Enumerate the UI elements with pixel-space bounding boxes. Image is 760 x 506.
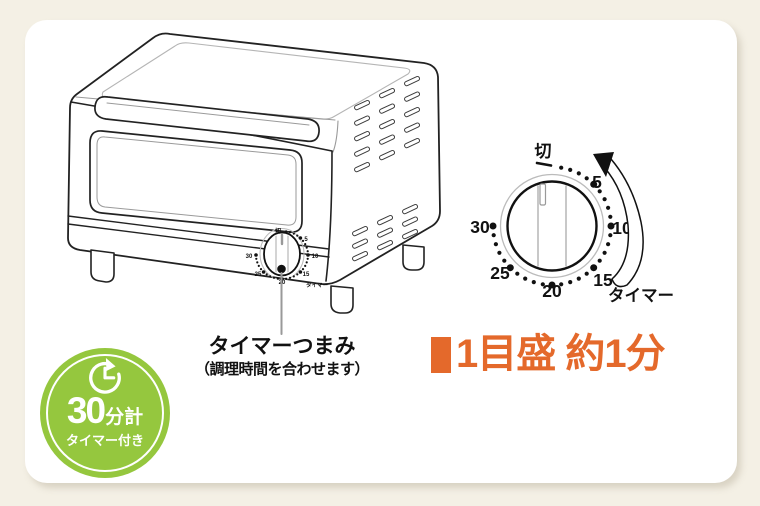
knob-callout: タイマーつまみ （調理時間を合わせます） — [166, 334, 398, 381]
dial-tick-dots — [489, 165, 615, 289]
mini-dial-number-25: 25 — [255, 272, 262, 278]
feature-badge: 30 分計 タイマー付き — [40, 348, 170, 478]
dial-outer-ring — [499, 173, 605, 279]
mini-knob-grip-lines — [275, 235, 289, 273]
oven-front-right-edge — [325, 150, 333, 282]
door-window-inner — [96, 136, 297, 226]
mini-dial-off-label: 切 — [275, 228, 281, 235]
knob-callout-sublabel: （調理時間を合わせます） — [194, 361, 370, 379]
mini-dial-number-10: 10 — [312, 254, 319, 260]
rotation-arrowhead-icon — [593, 152, 614, 177]
badge-caption: タイマー付き — [65, 433, 144, 448]
mini-dial-tick-dots — [254, 230, 310, 281]
dial-knob — [506, 180, 598, 272]
badge-ring — [46, 354, 164, 472]
headline-marker-block — [431, 337, 451, 373]
dial-number-15: 15 — [593, 270, 613, 290]
oven-corner-edge — [332, 120, 339, 153]
timer-clock-icon — [89, 358, 121, 394]
oven-foot-front-right — [330, 285, 354, 314]
mini-dial-callout-dot — [277, 264, 286, 274]
headline: 1目盛 約1分 — [431, 332, 666, 376]
mini-dial-number-5: 5 — [304, 237, 308, 243]
knob-grip-lines — [537, 185, 567, 267]
knob-pointer-notch — [539, 183, 547, 206]
badge-unit: 分計 — [105, 407, 144, 428]
dial-number-30: 30 — [470, 217, 490, 237]
dial-off-tick — [535, 161, 553, 167]
headline-text: 1目盛 約1分 — [456, 332, 666, 376]
dial-number-25: 25 — [490, 263, 510, 283]
mini-dial-number-15: 15 — [303, 272, 310, 278]
badge-number: 30 — [66, 390, 106, 431]
oven-mini-timer-dial: 切 5 10 15 20 25 30 タイマー — [246, 228, 329, 335]
mini-dial-number-30: 30 — [246, 254, 253, 260]
dial-off-label: 切 — [535, 142, 552, 161]
badge-number-row: 30 分計 — [40, 392, 170, 429]
rotation-arrow-arc — [603, 158, 644, 288]
timer-dial-diagram: 切 5 10 15 20 25 30 タイマー — [470, 142, 674, 305]
mini-dial-name-label: タイマー — [306, 281, 329, 289]
dial-number-20: 20 — [542, 281, 562, 301]
knob-callout-label: タイマーつまみ — [208, 335, 356, 358]
toaster-oven-illustration: 切 5 10 15 20 25 30 タイマー — [67, 32, 441, 335]
oven-foot-left — [90, 249, 115, 283]
door-handle-inner-line — [106, 102, 310, 126]
side-vent-slots — [352, 75, 421, 262]
dial-name-label: タイマー — [608, 286, 674, 305]
oven-body-outline — [67, 32, 441, 286]
oven-foot-rear-right — [402, 244, 425, 271]
dial-number-5: 5 — [592, 172, 602, 192]
